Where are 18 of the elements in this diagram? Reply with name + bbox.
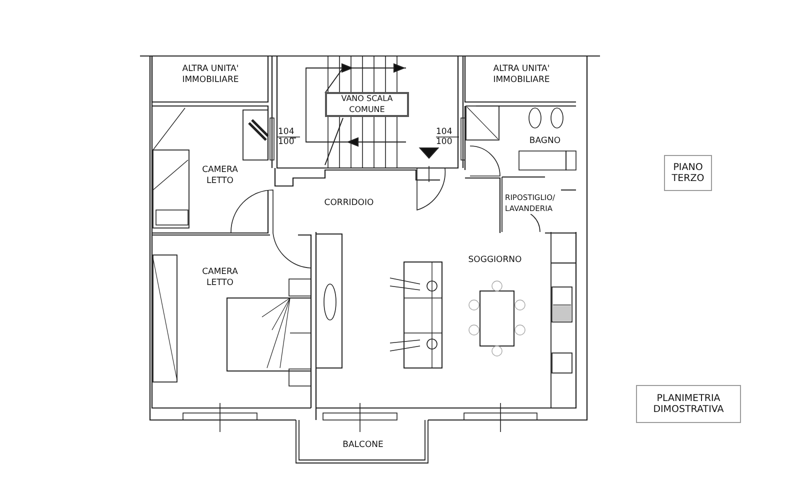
title-box: [664, 155, 712, 191]
box-text: PIANO TERZO: [670, 162, 706, 184]
unit-label: ALTRA UNITA' IMMOBILIARE: [492, 64, 551, 86]
dimension-label: 104: [436, 127, 450, 138]
box-text: PLANIMETRIA DIMOSTRATIVA: [652, 392, 725, 416]
room-label: CORRIDOIO: [323, 198, 375, 209]
unit-label: ALTRA UNITA' IMMOBILIARE: [181, 64, 240, 86]
room-label: CAMERA LETTO: [201, 165, 239, 187]
room-label: BALCONE: [342, 440, 384, 451]
label-frame: [325, 92, 409, 117]
dimension-label: 100: [436, 137, 450, 148]
room-label: BAGNO: [528, 136, 562, 147]
room-label: SOGGIORNO: [467, 255, 523, 266]
box-text: VANO SCALA COMUNE: [340, 94, 394, 115]
room-label: CAMERA LETTO: [201, 267, 239, 289]
title-box: [636, 385, 741, 423]
dimension-label: 100: [278, 137, 292, 148]
dimension-label: 104: [278, 127, 292, 138]
